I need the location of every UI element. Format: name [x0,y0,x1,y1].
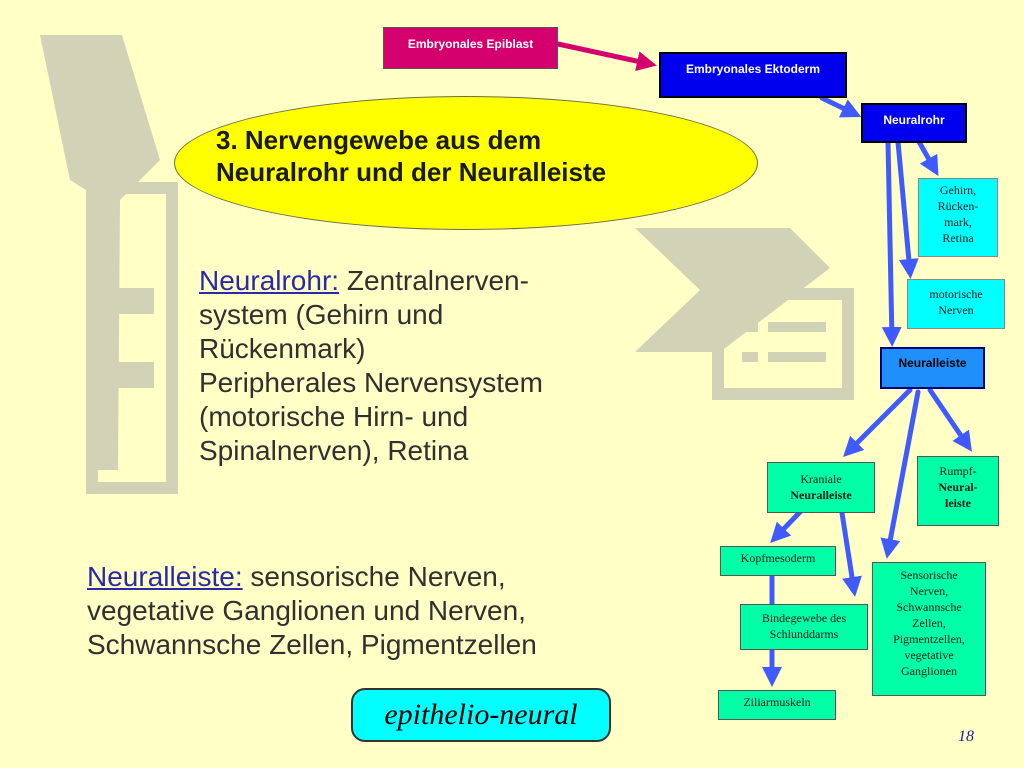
deco-frame-right [712,288,854,400]
deco-frame-left [86,182,178,494]
arrow-neuralleiste-rumpf [927,387,972,452]
box-motorische: motorische Nerven [907,279,1005,329]
neuralrohr-heading: Neuralrohr: [199,265,340,296]
deco-bar-1 [104,288,154,314]
neuralrohr-text: Neuralrohr: Zentralnerven- system (Gehir… [199,264,639,468]
neuralleiste-line1: sensorische Nerven, [242,561,506,592]
title-ellipse [174,96,758,230]
box-ziliarmuskeln: Ziliarmuskeln [718,690,836,720]
deco-dash-4 [768,352,826,362]
arrow-neuralleiste-kraniale [843,387,913,457]
kraniale-bold-label: Neuralleiste [790,488,852,502]
box-gehirn: Gehirn, Rücken- mark, Retina [918,178,998,257]
arrow-kraniale-kopfmesoderm [770,509,803,544]
epithelio-neural-badge: epithelio-neural [351,688,611,742]
neuralleiste-heading: Neuralleiste: [87,561,243,592]
slide-title: 3. Nervengewebe aus dem Neuralrohr und d… [216,125,607,187]
box-kopfmesoderm: Kopfmesoderm [720,546,836,576]
deco-dash-1 [742,322,758,332]
page-number: 18 [958,728,974,745]
box-kraniale: Kraniale Neuralleiste [767,462,875,513]
neuralrohr-description: system (Gehirn und Rückenmark) Periphera… [199,299,543,466]
box-rumpf: Rumpf- Neural- leiste [917,456,999,526]
arrow-ektoderm-neuralrohr [819,95,862,118]
arrow-neuralrohr-motorische [895,139,919,279]
arrow-kraniale-bindegewebe [839,510,862,597]
rumpf-label: Rumpf- [939,464,977,478]
arrow-neuralrohr-gehirn [915,137,939,177]
deco-bar-2 [104,362,154,388]
kraniale-label: Kraniale [800,472,842,486]
arrow-epiblast-ektoderm [555,41,657,72]
deco-shape-left [40,35,160,470]
box-ektoderm: Embryonales Ektoderm [659,52,847,98]
arrow-neuralrohr-neuralleiste [881,139,902,347]
arrow-neuralleiste-sensorische [880,389,921,559]
rumpf-bold-label: Neural- leiste [938,480,978,510]
box-epiblast: Embryonales Epiblast [383,27,558,69]
neuralrohr-line1: Zentralnerven- [339,265,529,296]
neuralleiste-text: Neuralleiste: sensorische Nerven, vegeta… [87,560,647,662]
neuralleiste-description: vegetative Ganglionen und Nerven, Schwan… [87,595,537,660]
box-neuralrohr: Neuralrohr [861,103,967,143]
deco-dash-2 [768,322,826,332]
deco-dash-3 [742,352,758,362]
box-sensorische: Sensorische Nerven, Schwannsche Zellen, … [872,562,986,696]
box-neuralleiste: Neuralleiste [880,347,985,389]
box-bindegewebe: Bindegewebe des Schlunddarms [740,604,868,650]
